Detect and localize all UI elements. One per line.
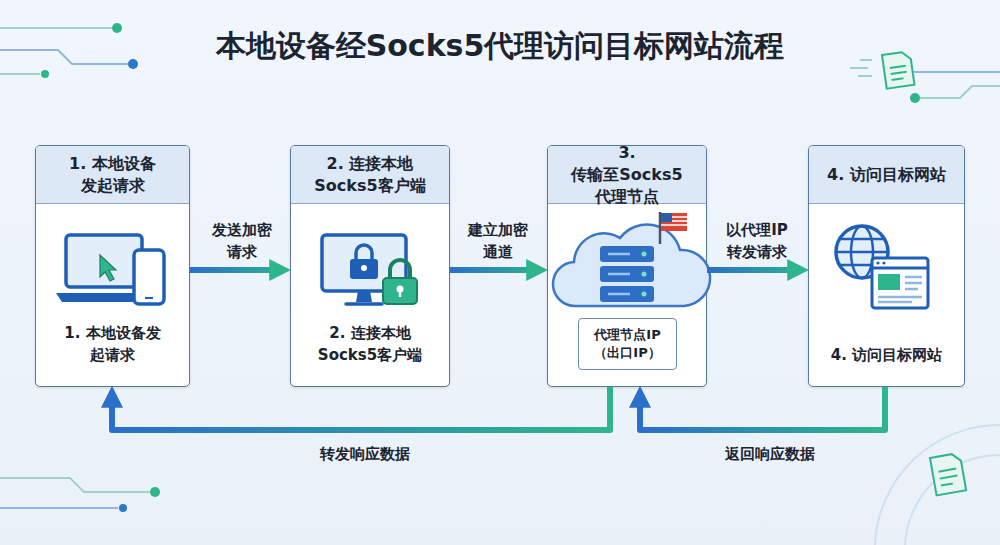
edge-label: 建立加密 通道 — [462, 219, 534, 263]
circuit-dot — [41, 70, 49, 78]
edge-label: 转发响应数据 — [300, 443, 430, 465]
flow-arrow — [112, 387, 610, 430]
circuit-dot — [128, 59, 138, 69]
circuit-line — [920, 86, 1000, 98]
ip-label: 代理节点IP （出口IP） — [579, 326, 676, 362]
document-icon — [882, 51, 914, 89]
edge-label: 发送加密 请求 — [206, 219, 278, 263]
dash-marks — [850, 60, 872, 76]
step-heading: 3. 传输至Socks5 代理节点 — [548, 146, 706, 204]
ip-box: 代理节点IP （出口IP） — [578, 318, 677, 370]
step-box: 代理节点IP （出口IP） 3. 传输至Socks5 代理节点 — [547, 145, 707, 387]
circuit-dot — [112, 23, 122, 33]
step-heading: 4. 访问目标网站 — [809, 146, 964, 204]
diagram-title: 本地设备经Socks5代理访问目标网站流程 — [0, 26, 1000, 67]
step-heading: 1. 本地设备 发起请求 — [36, 146, 189, 204]
circuit-line — [0, 73, 40, 75]
monitor-lock-icon — [322, 235, 417, 304]
step-caption: 2. 连接本地 Socks5客户端 — [291, 322, 449, 366]
circuit-dot — [910, 93, 920, 103]
flow-arrow — [450, 267, 535, 273]
flow-arrow — [640, 387, 885, 430]
circuit-line — [895, 71, 1000, 73]
arc-line — [905, 455, 1000, 545]
edge-label: 返回响应数据 — [705, 443, 835, 465]
arc-line — [875, 425, 1000, 545]
laptop-phone-icon — [56, 235, 164, 304]
edge-label: 以代理IP 转发请求 — [721, 219, 793, 263]
step-box: 2. 连接本地 Socks5客户端 2. 连接本地 Socks5客户端 — [290, 145, 450, 387]
step-heading: 2. 连接本地 Socks5客户端 — [291, 146, 449, 204]
circuit-line — [0, 27, 112, 29]
step-box: 1. 本地设备 发起请求 1. 本地设备发 起请求 — [35, 145, 190, 387]
step-caption: 4. 访问目标网站 — [809, 344, 964, 366]
circuit-dot — [150, 487, 160, 497]
circuit-line — [0, 507, 118, 509]
circuit-line — [0, 50, 128, 64]
circuit-line — [0, 478, 150, 492]
cloud-server-icon — [553, 212, 710, 306]
step-box: 4. 访问目标网站 4. 访问目标网站 — [808, 145, 965, 387]
step-caption: 1. 本地设备发 起请求 — [36, 322, 189, 366]
circuit-lines — [0, 28, 1000, 545]
document-icon — [930, 453, 966, 496]
flow-arrow — [190, 267, 278, 273]
flow-arrow — [707, 267, 796, 273]
circuit-dot — [119, 504, 127, 512]
globe-webpage-icon — [836, 226, 928, 308]
